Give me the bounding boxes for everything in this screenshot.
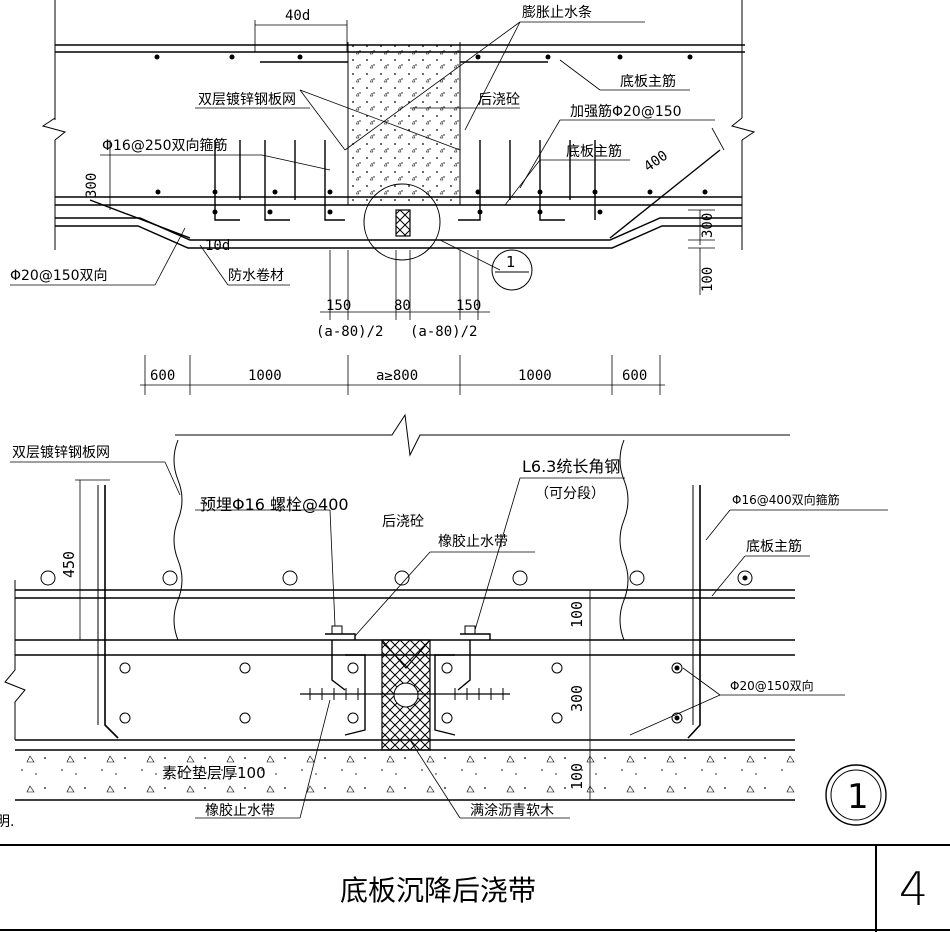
label-steel-mesh-bottom: 双层镀锌钢板网	[12, 444, 110, 461]
dim-100-bottom-a: 100	[568, 601, 586, 628]
dim-600a: 600	[150, 368, 175, 384]
dim-100-bottom-b: 100	[568, 763, 586, 790]
dim-1000b: 1000	[518, 368, 552, 384]
label-waterstop-bottom-top: 橡胶止水带	[438, 533, 508, 550]
label-steel-mesh-top: 双层镀锌钢板网	[198, 91, 296, 108]
dim-300-bottom: 300	[568, 685, 586, 712]
detail-marker-number: 1	[847, 777, 869, 817]
drawing-title: 底板沉降后浇带	[339, 874, 536, 907]
dim-80: 80	[394, 298, 411, 314]
dim-a800: a≥800	[376, 368, 418, 384]
label-waterstop-top: 膨胀止水条	[522, 4, 592, 21]
dim-300b: 300	[700, 213, 716, 238]
label-reinforce-bar: 加强筋Φ20@150	[570, 103, 682, 120]
bottom-labels: 双层镀锌钢板网 L6.3统长角钢 （可分段） 预埋Φ16 螺栓@400 后浇砼 …	[0, 444, 840, 830]
label-angle: L6.3统长角钢	[522, 457, 620, 476]
dim-150b: 150	[456, 298, 481, 314]
label-angle-note: （可分段）	[535, 486, 605, 502]
label-slab-main-bar-2: 底板主筋	[566, 143, 622, 160]
formula-b: (a-80)/2	[410, 324, 477, 340]
detail-marker: 1	[825, 764, 887, 826]
label-bar-20-150-top: Φ20@150双向	[10, 268, 108, 284]
bottom-section	[4, 413, 888, 819]
dim-450: 450	[60, 551, 78, 578]
dim-10d: 10d	[205, 238, 230, 254]
label-main-bar-bottom: 底板主筋	[746, 538, 802, 555]
label-bar-20-150-bottom: Φ20@150双向	[730, 678, 814, 693]
dim-400-top: 400	[641, 148, 671, 176]
dim-100-right: 100	[700, 267, 716, 292]
label-slab-main-bar-1: 底板主筋	[620, 73, 676, 90]
label-stirrup-bottom: Φ16@400双向箍筋	[732, 492, 840, 507]
dim-300-top: 300	[84, 173, 100, 198]
dim-150a: 150	[326, 298, 351, 314]
label-cushion: 素砼垫层厚100	[162, 764, 266, 782]
dim-1000a: 1000	[248, 368, 282, 384]
dim-600b: 600	[622, 368, 647, 384]
partial-note: 明.	[0, 814, 14, 830]
top-section	[10, 0, 756, 395]
dim-40d: 40d	[285, 8, 310, 24]
label-membrane: 防水卷材	[228, 268, 284, 284]
formula-a: (a-80)/2	[316, 324, 383, 340]
label-bolt: 预埋Φ16 螺栓@400	[200, 495, 349, 514]
detail-ref-top: 1	[506, 253, 516, 271]
label-soft-wood: 满涂沥青软木	[470, 803, 554, 819]
label-post-pour-bottom: 后浇砼	[382, 514, 424, 530]
sheet-number: 4	[898, 862, 929, 916]
label-waterstop-bottom: 橡胶止水带	[205, 802, 275, 819]
top-labels: 40d 膨胀止水条 双层镀锌钢板网 后浇砼 底板主筋 加强筋Φ20@150 Φ1…	[10, 4, 716, 384]
label-post-pour-top: 后浇砼	[478, 92, 520, 108]
label-stirrup-top: Φ16@250双向箍筋	[102, 137, 228, 154]
title-block	[0, 844, 950, 932]
